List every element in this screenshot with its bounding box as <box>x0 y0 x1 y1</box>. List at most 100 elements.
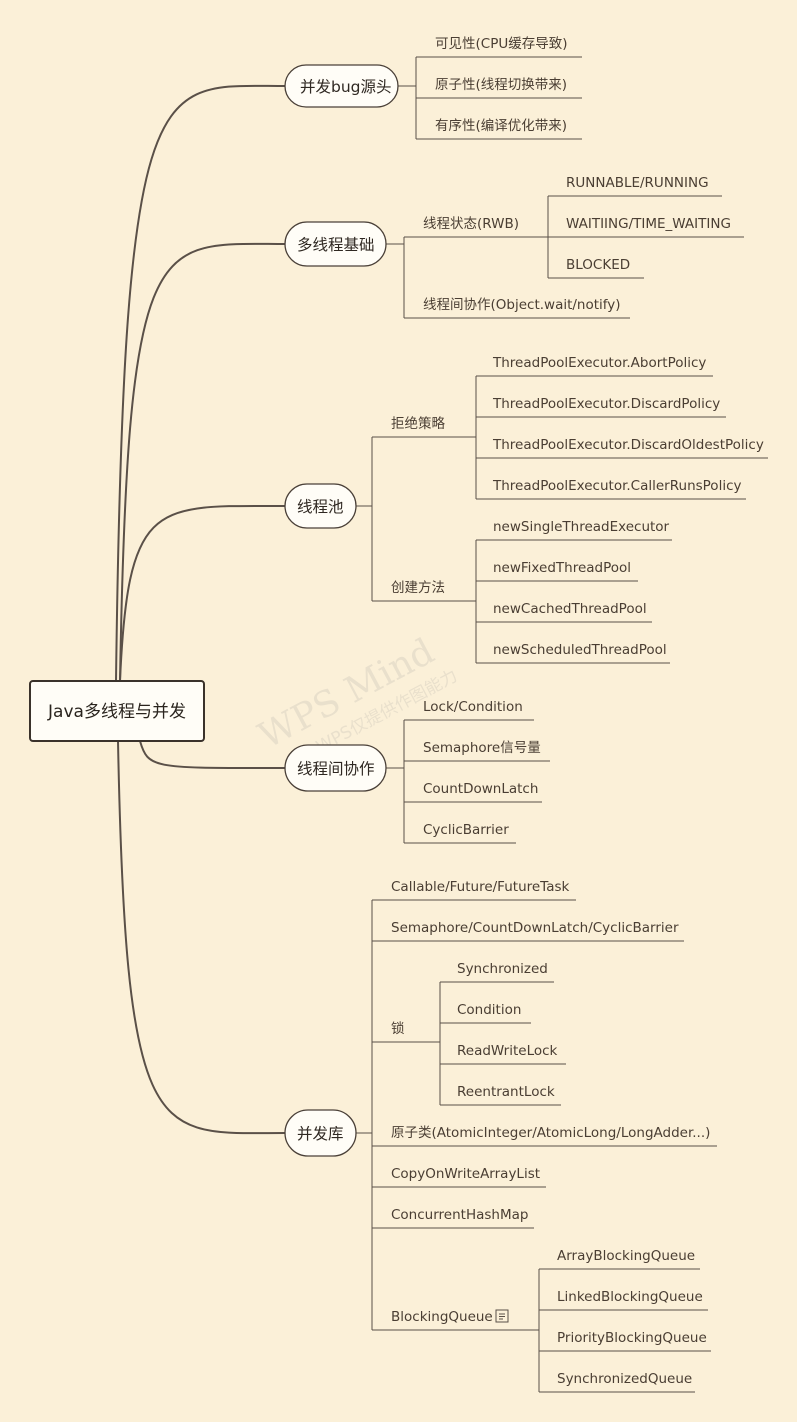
branch-node[interactable]: 并发bug源头 <box>284 64 399 108</box>
child-node-label: Semaphore/CountDownLatch/CyclicBarrier <box>391 920 679 936</box>
child-node-label: 锁 <box>391 1021 405 1037</box>
leaf-node-label: ThreadPoolExecutor.DiscardPolicy <box>492 396 720 412</box>
child-node[interactable]: Callable/Future/FutureTask <box>391 879 569 895</box>
branch-node-box <box>284 1109 357 1157</box>
leaf-node-label: SynchronizedQueue <box>557 1371 692 1387</box>
child-node[interactable]: 线程间协作(Object.wait/notify) <box>423 297 621 313</box>
leaf-node-label: ThreadPoolExecutor.DiscardOldestPolicy <box>492 437 764 453</box>
link-root-branch <box>117 740 286 1135</box>
leaf-node[interactable]: ReadWriteLock <box>457 1043 558 1059</box>
leaf-node-label: PriorityBlockingQueue <box>557 1330 707 1346</box>
leaf-node[interactable]: newSingleThreadExecutor <box>493 519 670 535</box>
child-node[interactable]: 线程状态(RWB) <box>423 216 519 232</box>
branch-node[interactable]: 多线程基础 <box>284 221 387 267</box>
leaf-node[interactable]: newFixedThreadPool <box>493 560 631 576</box>
branch-node-label: 线程池 <box>297 498 344 516</box>
leaf-node[interactable]: WAITIING/TIME_WAITING <box>566 216 731 232</box>
child-node-label: 可见性(CPU缓存导致) <box>435 36 567 52</box>
link-root-branch <box>119 242 286 682</box>
child-node-label: 原子性(线程切换带来) <box>435 77 567 93</box>
child-node[interactable]: 拒绝策略 <box>391 415 445 432</box>
link-root-branch <box>139 740 286 770</box>
branch-node[interactable]: 线程间协作 <box>284 744 387 792</box>
leaf-node-label: newCachedThreadPool <box>493 601 647 617</box>
leaf-node[interactable]: newCachedThreadPool <box>493 601 647 617</box>
child-node[interactable]: 锁 <box>391 1021 405 1037</box>
leaf-node-label: newSingleThreadExecutor <box>493 519 670 535</box>
leaf-node[interactable]: BLOCKED <box>566 257 630 273</box>
leaf-node[interactable]: Condition <box>457 1002 521 1018</box>
leaf-node[interactable]: ThreadPoolExecutor.CallerRunsPolicy <box>492 478 741 494</box>
child-node[interactable]: Semaphore/CountDownLatch/CyclicBarrier <box>391 920 679 936</box>
leaf-node-label: WAITIING/TIME_WAITING <box>566 216 731 232</box>
leaf-node[interactable]: PriorityBlockingQueue <box>557 1330 707 1346</box>
root-node-label: Java多线程与并发 <box>47 702 186 722</box>
child-node-label: Callable/Future/FutureTask <box>391 879 569 895</box>
child-node-label: 线程间协作(Object.wait/notify) <box>423 297 621 313</box>
leaf-node-label: ReadWriteLock <box>457 1043 558 1059</box>
branch-node[interactable]: 线程池 <box>284 483 357 529</box>
child-node[interactable]: Lock/Condition <box>423 699 523 715</box>
leaf-node[interactable]: ThreadPoolExecutor.DiscardPolicy <box>492 396 720 412</box>
branch-node-label: 并发库 <box>297 1125 344 1143</box>
branch-node-label: 并发bug源头 <box>300 78 392 96</box>
branch-node-label: 多线程基础 <box>297 236 375 254</box>
child-node[interactable]: BlockingQueue <box>391 1309 509 1325</box>
link-root-branch <box>119 504 286 682</box>
leaf-node-label: newFixedThreadPool <box>493 560 631 576</box>
child-node-label: CountDownLatch <box>423 781 538 797</box>
leaf-node-label: ThreadPoolExecutor.AbortPolicy <box>492 355 706 371</box>
leaf-node[interactable]: newScheduledThreadPool <box>493 642 667 658</box>
leaf-node[interactable]: Synchronized <box>457 961 548 977</box>
child-node[interactable]: CyclicBarrier <box>423 822 509 838</box>
child-node-label: 创建方法 <box>391 580 445 596</box>
nodes: Java多线程与并发 并发bug源头 可见性(CPU缓存导致) 原子性(线程切换带来)… <box>29 36 764 1387</box>
child-node-label: BlockingQueue <box>391 1309 493 1325</box>
child-node-label: 拒绝策略 <box>391 415 445 432</box>
branch-node-label: 线程间协作 <box>297 760 375 778</box>
leaf-node-label: newScheduledThreadPool <box>493 642 667 658</box>
branch-node[interactable]: 并发库 <box>284 1109 357 1157</box>
child-node[interactable]: CountDownLatch <box>423 781 538 797</box>
child-node-label: CopyOnWriteArrayList <box>391 1166 540 1182</box>
branch-node-box <box>284 483 357 529</box>
leaf-node-label: LinkedBlockingQueue <box>557 1289 703 1305</box>
root-node[interactable]: Java多线程与并发 <box>29 680 205 742</box>
leaf-node-label: ThreadPoolExecutor.CallerRunsPolicy <box>492 478 741 494</box>
child-node-label: 线程状态(RWB) <box>423 216 519 232</box>
root-node-box <box>29 680 205 742</box>
child-node[interactable]: 可见性(CPU缓存导致) <box>435 36 567 52</box>
child-node[interactable]: Semaphore信号量 <box>423 740 541 756</box>
child-node-label: ConcurrentHashMap <box>391 1207 528 1223</box>
branch-node-box <box>284 744 387 792</box>
branch-node-box <box>284 64 399 108</box>
leaf-node[interactable]: LinkedBlockingQueue <box>557 1289 703 1305</box>
leaf-node[interactable]: RUNNABLE/RUNNING <box>566 175 709 191</box>
leaf-node-label: Condition <box>457 1002 521 1018</box>
child-node[interactable]: ConcurrentHashMap <box>391 1207 528 1223</box>
leaf-node-label: Synchronized <box>457 961 548 977</box>
leaf-node-label: ArrayBlockingQueue <box>557 1248 695 1264</box>
child-node[interactable]: 创建方法 <box>391 580 445 596</box>
leaf-node[interactable]: ArrayBlockingQueue <box>557 1248 695 1264</box>
child-node-label: Lock/Condition <box>423 699 523 715</box>
leaf-node[interactable]: SynchronizedQueue <box>557 1371 692 1387</box>
links <box>115 56 768 1393</box>
child-node-label: 原子类(AtomicInteger/AtomicLong/LongAdder..… <box>391 1125 710 1141</box>
note-icon[interactable] <box>495 1309 509 1323</box>
leaf-node[interactable]: ThreadPoolExecutor.AbortPolicy <box>492 355 706 371</box>
leaf-node[interactable]: ReentrantLock <box>457 1084 555 1100</box>
leaf-node[interactable]: ThreadPoolExecutor.DiscardOldestPolicy <box>492 437 764 453</box>
child-node[interactable]: 有序性(编译优化带来) <box>435 118 567 134</box>
leaf-node-label: BLOCKED <box>566 257 630 273</box>
child-node-label: CyclicBarrier <box>423 822 509 838</box>
leaf-node-label: RUNNABLE/RUNNING <box>566 175 709 191</box>
link-root-branch <box>115 84 286 682</box>
child-node[interactable]: CopyOnWriteArrayList <box>391 1166 540 1182</box>
child-node[interactable]: 原子类(AtomicInteger/AtomicLong/LongAdder..… <box>391 1125 710 1141</box>
leaf-node-label: ReentrantLock <box>457 1084 555 1100</box>
child-node[interactable]: 原子性(线程切换带来) <box>435 77 567 93</box>
child-node-label: 有序性(编译优化带来) <box>435 118 567 134</box>
child-node-label: Semaphore信号量 <box>423 740 541 756</box>
